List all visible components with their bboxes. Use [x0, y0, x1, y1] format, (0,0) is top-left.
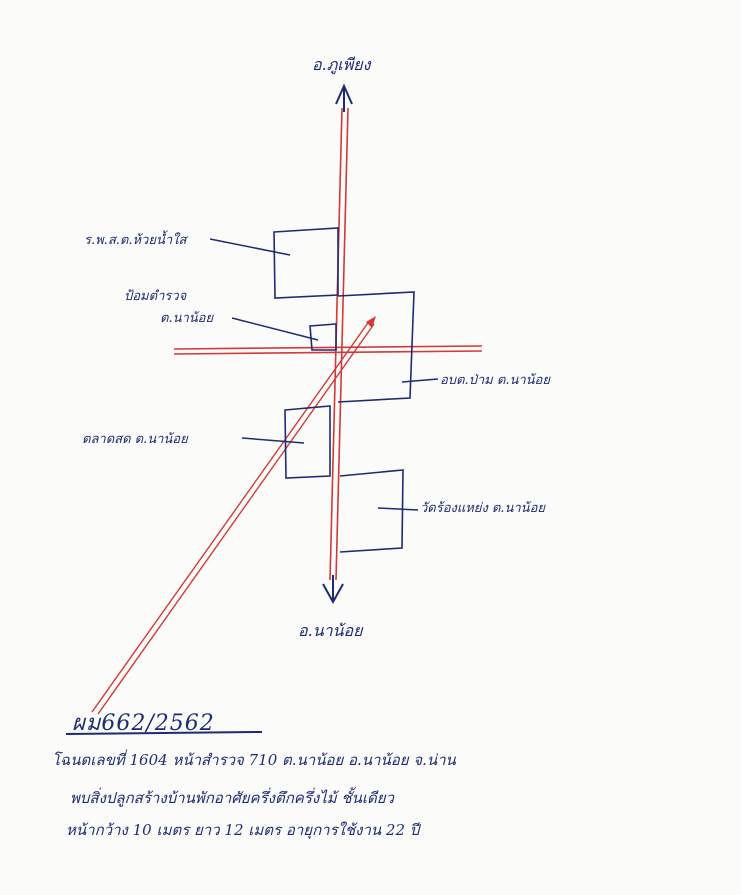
north-direction-label: อ.ภูเพียง [312, 55, 372, 75]
temple-leader [377, 507, 419, 511]
south-arrow [322, 575, 344, 605]
police-box [309, 323, 337, 351]
property-pointer-line [91, 316, 376, 715]
district-office-label: อบต.ป่าม ต.นาน้อย [440, 373, 551, 388]
temple-label: วัดร้องแหย่ง ต.นาน้อย [420, 501, 546, 516]
south-direction-label: อ.นาน้อย [298, 621, 364, 640]
market-leader [241, 437, 305, 444]
police-box-label-line2: ต.นาน้อย [160, 311, 214, 326]
deed-description-line2: พบสิ่งปลูกสร้างบ้านพักอาศัยครึ่งตึกครึ่ง… [70, 789, 394, 807]
north-arrow [335, 83, 353, 112]
district-office-box [337, 291, 415, 403]
district-office-leader [401, 378, 439, 383]
police-box-leader [231, 317, 319, 341]
police-box-label-line1: ป้อมตำรวจ [124, 289, 188, 304]
health-center-label: ร.พ.ส.ต.ห้วยน้ำใส [84, 230, 188, 248]
case-number: ผม662/2562 [72, 711, 215, 736]
deed-description-line1: โฉนดเลขที่ 1604 หน้าสำรวจ 710 ต.นาน้อย อ… [52, 751, 456, 769]
main-road [329, 107, 349, 581]
health-center-box [273, 227, 339, 299]
market-label: ตลาดสด ต.นาน้อย [82, 432, 189, 447]
deed-description-line3: หน้ากว้าง 10 เมตร ยาว 12 เมตร อายุการใช้… [66, 821, 420, 839]
market-box [284, 405, 331, 479]
temple-box [339, 469, 404, 553]
cross-road [173, 345, 483, 355]
health-center-leader [209, 238, 291, 256]
